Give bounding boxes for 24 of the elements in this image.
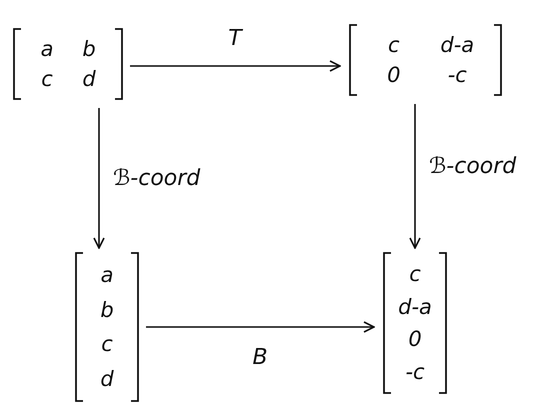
matrix-entry: d (100, 366, 114, 391)
matrix-entry: c (41, 67, 53, 91)
matrix-entry: a (40, 37, 54, 61)
bracketed-matrix (348, 24, 503, 96)
bracketed-matrix (12, 28, 124, 100)
matrix-entry: d-a (398, 294, 432, 319)
arrow (146, 321, 375, 333)
matrix-entry: d (82, 67, 96, 91)
bracketed-matrix (382, 252, 448, 394)
matrix-entry: c (388, 33, 400, 57)
matrix-entry: d-a (440, 33, 474, 57)
matrix-entry: 0 (387, 63, 400, 87)
arrow (130, 60, 341, 72)
matrix-entry: -c (448, 63, 467, 87)
matrix-entry: a (100, 263, 114, 288)
matrix-entry: c (101, 332, 113, 356)
matrix-entry: c (409, 262, 421, 286)
arrow (93, 108, 105, 249)
bracketed-matrix (74, 252, 140, 402)
arrow (409, 104, 421, 249)
matrix-entry: -c (405, 360, 425, 384)
matrix-entry: 0 (408, 327, 422, 352)
matrix-entry: b (100, 298, 114, 322)
matrix-entry: b (82, 37, 96, 61)
